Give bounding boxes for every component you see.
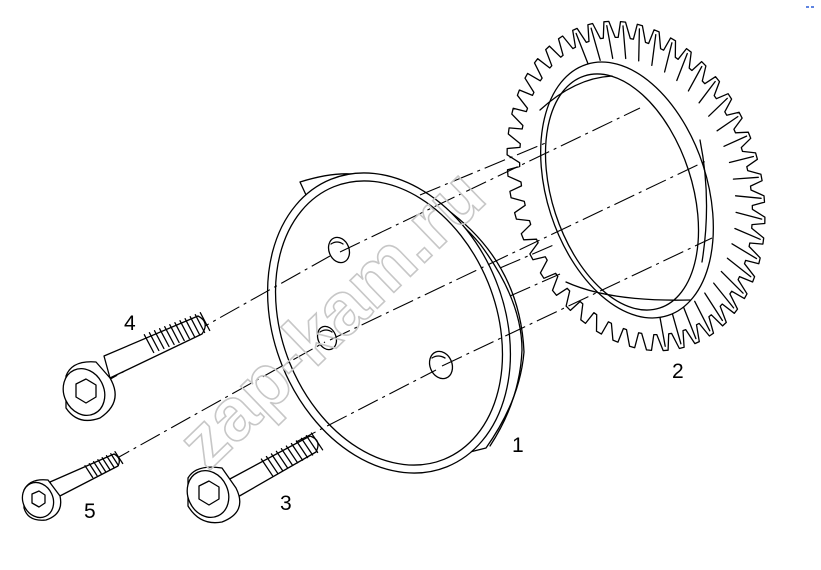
thread-line bbox=[158, 328, 170, 348]
thread-line bbox=[92, 461, 102, 475]
gear-tooth-line bbox=[694, 300, 711, 332]
thread-line bbox=[84, 465, 94, 479]
thread-line bbox=[114, 451, 124, 465]
gear-tooth-line bbox=[723, 135, 748, 147]
thread-line bbox=[97, 459, 107, 473]
gear-tooth-line bbox=[638, 28, 641, 62]
callout-3: 3 bbox=[280, 492, 292, 515]
bolt-hole-top bbox=[327, 236, 351, 264]
gear-tooth-line bbox=[732, 176, 759, 180]
thread-line bbox=[194, 314, 206, 334]
bolt-hole-middle bbox=[316, 325, 338, 351]
gear-tooth-line bbox=[606, 25, 614, 60]
gear-tooth-line bbox=[687, 65, 703, 92]
thread-line bbox=[265, 455, 279, 474]
gear-tooth-line bbox=[734, 195, 762, 199]
gear-tooth-line bbox=[726, 257, 752, 278]
gear-tooth-line bbox=[683, 306, 697, 340]
gear-tooth-line bbox=[575, 32, 589, 66]
thread-line bbox=[275, 450, 289, 469]
gear-tooth-line bbox=[658, 312, 666, 347]
thread-line bbox=[285, 445, 299, 464]
callout-1: 1 bbox=[512, 434, 524, 457]
thread-line bbox=[305, 435, 319, 454]
thread-line bbox=[105, 455, 115, 469]
thread-line bbox=[189, 316, 201, 336]
gear-tooth-line bbox=[671, 311, 682, 345]
callout-2: 2 bbox=[672, 360, 684, 383]
thread-line bbox=[295, 440, 309, 459]
thread-line bbox=[184, 318, 196, 338]
gear-tooth-line bbox=[676, 52, 688, 82]
gear-tooth-line bbox=[590, 27, 601, 61]
callout-4: 4 bbox=[124, 312, 136, 335]
thread-line bbox=[101, 457, 111, 471]
gear-tooth-line bbox=[734, 227, 761, 240]
thread-line bbox=[148, 332, 160, 352]
gear-tooth-line bbox=[622, 25, 627, 60]
gear-tooth-line bbox=[708, 97, 728, 117]
bolt-hole-bottom bbox=[428, 350, 454, 380]
gear-tooth-line bbox=[698, 80, 716, 104]
assembly-center-lines bbox=[97, 107, 713, 463]
bolt-small-part-5 bbox=[21, 451, 124, 521]
thread-line bbox=[310, 432, 324, 451]
thread-line bbox=[110, 453, 120, 467]
gear-tooth-line bbox=[713, 282, 735, 309]
flange-hub bbox=[266, 172, 525, 474]
thread-line bbox=[300, 437, 314, 456]
bolt-long-part-4 bbox=[62, 312, 211, 422]
gear-tooth-line bbox=[704, 292, 724, 322]
gear-tooth-line bbox=[663, 42, 673, 73]
thread-line bbox=[143, 334, 155, 354]
gear-tooth-line bbox=[651, 33, 657, 67]
thread-line bbox=[179, 320, 190, 340]
gear-tooth-line bbox=[728, 155, 755, 164]
thread-line bbox=[164, 326, 175, 346]
thread-line bbox=[199, 312, 211, 332]
thread-line bbox=[153, 330, 165, 350]
gear-tooth-line bbox=[735, 211, 763, 220]
gear-tooth-line bbox=[720, 270, 744, 294]
thread-line bbox=[88, 463, 98, 477]
callout-5: 5 bbox=[84, 500, 96, 523]
thread-line bbox=[260, 458, 274, 477]
gear-ring bbox=[506, 20, 766, 352]
gear-tooth-line bbox=[731, 243, 758, 260]
thread-line bbox=[270, 453, 284, 472]
thread-line bbox=[174, 322, 185, 342]
thread-line bbox=[280, 448, 294, 467]
bolt-part-3 bbox=[186, 432, 324, 524]
thread-line bbox=[169, 324, 180, 344]
gear-tooth-line bbox=[716, 115, 739, 132]
thread-line bbox=[290, 442, 304, 461]
